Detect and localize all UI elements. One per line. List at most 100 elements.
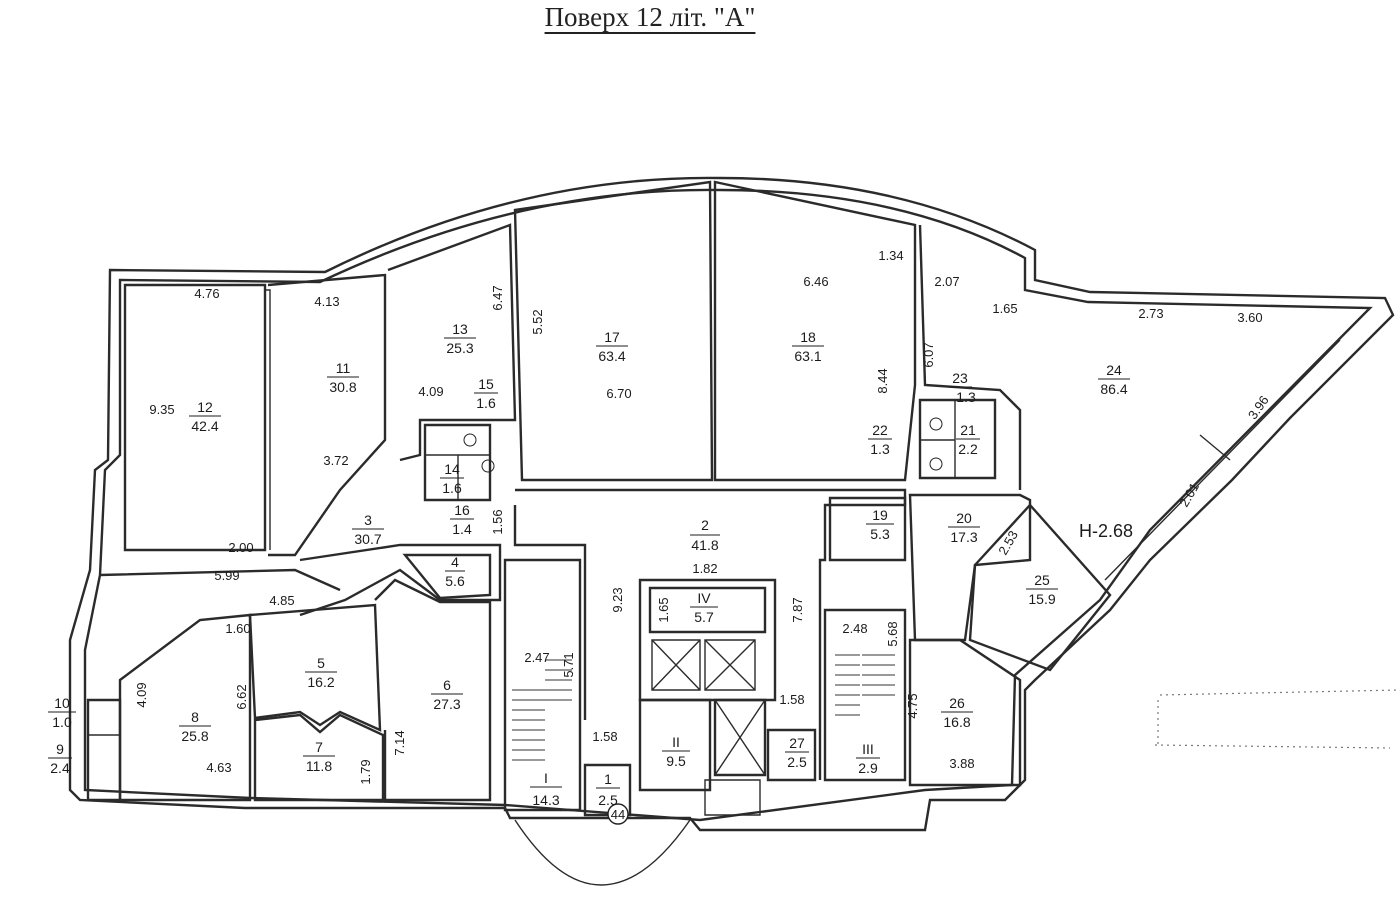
svg-text:17: 17: [604, 329, 620, 345]
dimension-label: 5.68: [885, 621, 900, 646]
svg-text:2: 2: [701, 517, 709, 533]
svg-text:12: 12: [197, 399, 213, 415]
svg-text:27.3: 27.3: [433, 696, 460, 712]
dimension-label: 1.58: [592, 729, 617, 744]
svg-text:42.4: 42.4: [191, 418, 218, 434]
svg-text:25: 25: [1034, 572, 1050, 588]
plan-title: Поверх 12 літ. "А": [544, 2, 756, 32]
room-label: 161.4: [450, 502, 474, 537]
svg-text:14.3: 14.3: [532, 792, 559, 808]
dimension-label: 8.44: [875, 368, 890, 393]
room-label: IV 5.7: [690, 590, 718, 625]
svg-text:1.4: 1.4: [452, 521, 472, 537]
dimension-label: 1.58: [779, 692, 804, 707]
room-label: 151.6: [474, 376, 498, 411]
room-label: II9.5: [662, 734, 690, 769]
svg-text:63.1: 63.1: [794, 348, 821, 364]
toilet-icon: [463, 433, 477, 447]
svg-text:21: 21: [960, 422, 976, 438]
dimension-label: 6.47: [490, 285, 505, 310]
room-label: 101.0: [48, 695, 76, 730]
dimension-label: 4.13: [314, 294, 339, 309]
svg-text:30.7: 30.7: [354, 531, 381, 547]
room-label: 12.5: [596, 771, 620, 808]
svg-text:86.4: 86.4: [1100, 381, 1127, 397]
dimension-label: 2.73: [1138, 306, 1163, 321]
svg-text:22: 22: [872, 422, 888, 438]
dimension-label: 4.85: [269, 593, 294, 608]
svg-text:4: 4: [451, 554, 459, 570]
svg-text:5: 5: [317, 655, 325, 671]
room-label: 141.6: [440, 461, 464, 496]
dimension-label: 2.53: [995, 528, 1021, 557]
svg-text:5.3: 5.3: [870, 526, 890, 542]
svg-text:8: 8: [191, 709, 199, 725]
room-label: 330.7: [352, 512, 384, 547]
dimension-label: 5.71: [561, 652, 576, 677]
ceiling-height-label: Н-2.68: [1079, 521, 1133, 541]
dimension-label: 4.09: [418, 384, 443, 399]
svg-text:41.8: 41.8: [691, 537, 718, 553]
svg-text:10: 10: [54, 695, 70, 711]
svg-text:IV: IV: [697, 590, 711, 606]
dimension-label: 2.00: [228, 540, 253, 555]
dimension-label: 7.14: [392, 730, 407, 755]
svg-text:11.8: 11.8: [306, 758, 332, 774]
svg-text:1.6: 1.6: [476, 395, 496, 411]
room-label: 627.3: [431, 677, 463, 712]
room-label: 45.6: [445, 554, 465, 589]
dimension-label: 5.99: [214, 568, 239, 583]
svg-text:25.3: 25.3: [446, 340, 473, 356]
dimension-label: 3.72: [323, 453, 348, 468]
svg-text:19: 19: [872, 507, 888, 523]
svg-text:2.9: 2.9: [858, 760, 878, 776]
svg-text:27: 27: [789, 735, 805, 751]
svg-text:30.8: 30.8: [329, 379, 356, 395]
svg-text:5.7: 5.7: [694, 609, 714, 625]
dimension-label: 7.87: [790, 597, 805, 622]
room-label: 195.3: [866, 507, 894, 542]
dimension-label: 1.34: [878, 248, 903, 263]
dimension-label: 9.35: [149, 402, 174, 417]
svg-text:3: 3: [364, 512, 372, 528]
toilet-icon: [481, 459, 495, 473]
svg-text:I: I: [544, 770, 548, 786]
svg-text:9.5: 9.5: [666, 753, 686, 769]
room-labels: 12.5 241.8 330.7 45.6 516.2 627.3 711.8 …: [48, 321, 1130, 808]
room-label: 241.8: [690, 517, 720, 553]
room-label: 272.5: [785, 735, 809, 770]
room-label: 825.8: [179, 709, 211, 744]
dimension-label: 6.07: [921, 342, 936, 367]
svg-text:63.4: 63.4: [598, 348, 625, 364]
dimension-label: 6.70: [606, 386, 631, 401]
svg-text:1.6: 1.6: [442, 480, 462, 496]
svg-text:9: 9: [56, 741, 64, 757]
dimension-label: 9.23: [610, 587, 625, 612]
dimension-label: 1.56: [490, 509, 505, 534]
svg-text:18: 18: [800, 329, 816, 345]
entrance-canopy: 44: [514, 803, 691, 886]
dotted-sketch: [1154, 689, 1400, 749]
dimension-label: 4.76: [194, 286, 219, 301]
svg-text:6: 6: [443, 677, 451, 693]
entrance-marker: [607, 803, 629, 825]
svg-text:17.3: 17.3: [950, 529, 977, 545]
dimension-labels: 4.76 4.13 9.35 3.72 2.00 5.99 4.85 1.60 …: [134, 248, 1272, 785]
svg-text:15: 15: [478, 376, 494, 392]
svg-text:2.5: 2.5: [598, 792, 618, 808]
dimension-label: 4.09: [134, 682, 149, 707]
dimension-label: 6.62: [234, 684, 249, 709]
room-label: 92.4: [48, 741, 72, 776]
dimension-label: 1.82: [692, 561, 717, 576]
sanitary-fixtures: [463, 417, 943, 473]
svg-text:III: III: [862, 741, 874, 757]
dimension-label: 3.96: [1245, 393, 1272, 422]
outer-walls: [68, 176, 1395, 832]
